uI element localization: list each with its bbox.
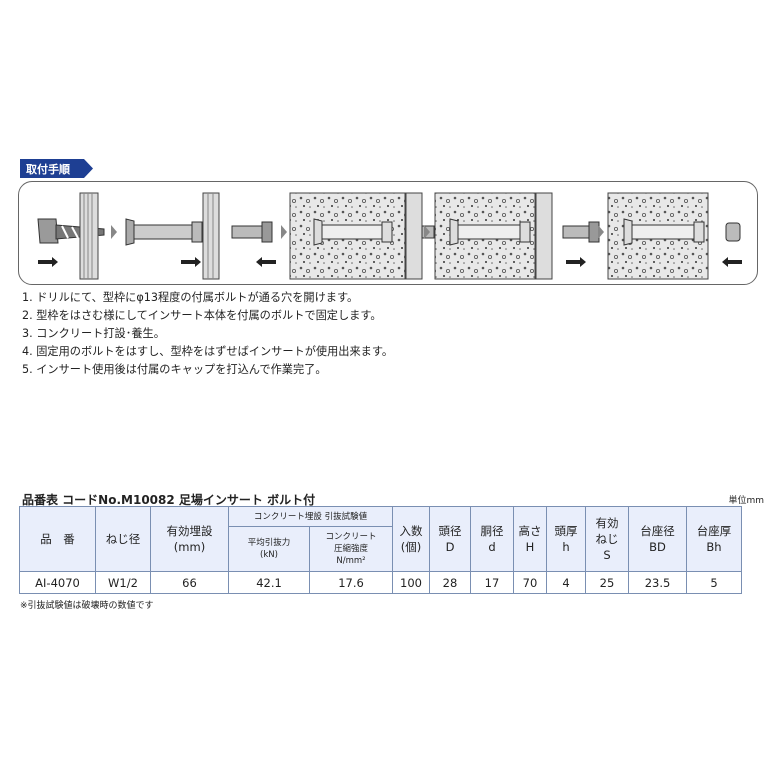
tag-arrow-shape (20, 159, 93, 178)
header-test-group: コンクリート埋設 引抜試験値 (228, 506, 393, 527)
spec-table: 品 番 ねじ径 有効埋設(mm) コンクリート埋設 引抜試験値 入数(個) 頭径… (19, 506, 742, 594)
header-qty: 入数(個) (392, 506, 430, 572)
step-arrow-icon (598, 225, 604, 239)
cell-base-dia: 23.5 (628, 571, 687, 594)
header-pull-force: 平均引抜力(kN) (228, 526, 310, 572)
table-title: 品番表 コードNo.M10082 足場インサート ボルト付 (22, 493, 316, 507)
step3-concrete-illustration (289, 192, 435, 280)
table-row: AI-4070 W1/2 66 42.1 17.6 100 28 17 70 4… (19, 571, 742, 594)
steps-illustration (37, 192, 742, 280)
cell-qty: 100 (392, 571, 430, 594)
step4-remove-bolt-illustration (434, 192, 600, 280)
step5-cap-illustration (607, 192, 742, 280)
step-arrow-icon (424, 225, 430, 239)
step-arrow-icon (281, 225, 287, 239)
cell-thread: W1/2 (95, 571, 151, 594)
cell-embed: 66 (150, 571, 229, 594)
section-tag: 取付手順 (20, 159, 93, 178)
instruction-list: 1. ドリルにて、型枠にφ13程度の付属ボルトが通る穴を開けます。 2. 型枠を… (22, 289, 393, 379)
footnote: ※引抜試験値は破壊時の数値です (20, 601, 154, 611)
instruction-step-2: 2. 型枠をはさむ様にしてインサート本体を付属のボルトで固定します。 (22, 309, 382, 322)
cell-part-no: AI-4070 (19, 571, 96, 594)
cell-comp: 17.6 (309, 571, 393, 594)
cell-head-dia: 28 (429, 571, 471, 594)
step-arrow-icon (111, 225, 117, 239)
cell-pull: 42.1 (228, 571, 310, 594)
cell-body-dia: 17 (470, 571, 514, 594)
unit-label: 単位mm (728, 496, 764, 506)
cell-head-thick: 4 (546, 571, 586, 594)
step2-insert-illustration (125, 192, 276, 280)
header-embed: 有効埋設(mm) (150, 506, 229, 572)
cell-base-thick: 5 (686, 571, 742, 594)
header-part-no: 品 番 (19, 506, 96, 572)
header-thread: ねじ径 (95, 506, 151, 572)
instruction-step-1: 1. ドリルにて、型枠にφ13程度の付属ボルトが通る穴を開けます。 (22, 291, 359, 304)
cell-height: 70 (513, 571, 547, 594)
section-tag-label: 取付手順 (26, 163, 70, 176)
cell-eff-thread: 25 (585, 571, 629, 594)
instruction-step-3: 3. コンクリート打設･養生。 (22, 327, 165, 340)
instruction-step-5: 5. インサート使用後は付属のキャップを打込んで作業完了。 (22, 363, 327, 376)
instruction-step-4: 4. 固定用のボルトをはすし、型枠をはずせばインサートが使用出来ます。 (22, 345, 394, 358)
step1-drill-illustration (37, 192, 105, 280)
